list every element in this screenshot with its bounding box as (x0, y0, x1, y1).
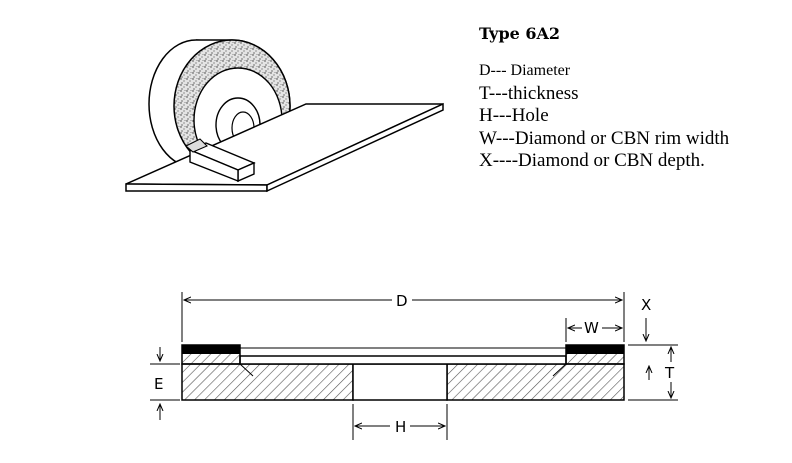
legend-entry-hole: H---Hole (479, 105, 549, 126)
tool-bit (185, 138, 256, 183)
legend-entry-rim-width: W---Diamond or CBN rim width (479, 127, 730, 149)
legend-entry-depth: X----Diamond or CBN depth. (479, 150, 705, 171)
legend-entry-thickness: T---thickness (479, 82, 579, 104)
legend-panel: Type 6A2 D--- Diameter T---thickness H--… (479, 24, 729, 173)
legend-entry-diameter: D--- Diameter (479, 62, 571, 79)
dimension-label-d: D (396, 292, 408, 310)
dimension-label-x: X (641, 296, 651, 314)
cross-section-drawing: D W X T E H (150, 292, 678, 440)
dimension-label-t: T (664, 364, 675, 382)
diamond-layer-left (182, 345, 240, 354)
diamond-layer-right (566, 345, 624, 354)
dimension-label-w: W (584, 319, 599, 337)
legend-title: Type 6A2 (479, 24, 561, 43)
dimension-label-h: H (395, 418, 406, 436)
dimension-label-e: E (154, 375, 163, 393)
